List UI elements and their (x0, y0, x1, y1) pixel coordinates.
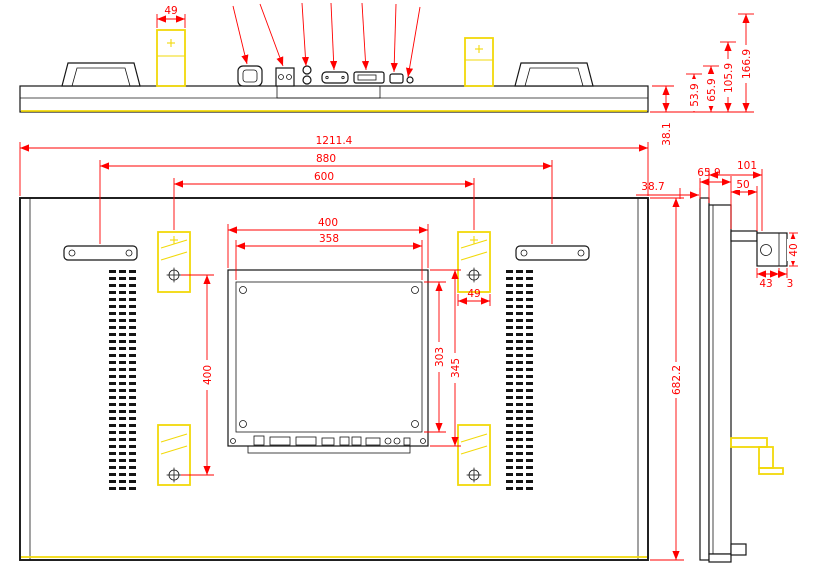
handle-left (61, 62, 141, 87)
label-bg (433, 342, 445, 372)
dim-label-682-2: 682.2 (671, 365, 683, 395)
side-bottom-bracket (730, 437, 784, 475)
side-bottom-block (730, 543, 747, 556)
dim-label-358: 358 (319, 233, 339, 245)
dim-43: 43 (756, 268, 780, 290)
dim-1211-4: 1211.4 (19, 135, 649, 196)
label-bg (660, 118, 672, 150)
dim-label-400-height: 400 (202, 365, 214, 385)
terminal-hole-1 (278, 74, 284, 80)
dim-label-1211-4: 1211.4 (316, 135, 353, 147)
dim-label-49-front: 49 (467, 288, 480, 300)
hdmi-port (389, 73, 404, 84)
side-bottom-foot (708, 553, 732, 563)
dim-label-101: 101 (737, 160, 757, 172)
vesa-bracket-bottom-left (157, 424, 191, 486)
power-button-inner (242, 69, 258, 83)
vga-screw-right (341, 75, 345, 80)
jack-bottom (302, 75, 312, 85)
dim-label-880: 880 (316, 153, 336, 165)
pc-module-inner (235, 281, 423, 433)
label-bg (688, 79, 700, 111)
top-view-height-dims: 38.1 53.9 65.9 105.9 166.9 (650, 13, 754, 150)
dim-400-width: 400 (227, 217, 429, 268)
dim-38-7: 38.7 (636, 181, 701, 199)
dim-400-height: 400 (181, 274, 214, 476)
side-front-panel (699, 197, 710, 561)
dim-880: 880 (99, 153, 553, 244)
dim-49-top: 49 (156, 5, 186, 28)
dim-label-3: 3 (787, 278, 794, 290)
connector-leader-lines (232, 2, 421, 78)
pc-module-ports (253, 435, 411, 446)
dim-label-43: 43 (759, 278, 772, 290)
dim-label-166-9: 166.9 (741, 49, 753, 79)
dvi-pins (357, 74, 377, 81)
dim-label-345: 345 (450, 358, 462, 378)
io-recess (276, 85, 381, 99)
side-bracket-detail (756, 232, 788, 267)
dim-682-2: 682.2 (650, 197, 684, 561)
dim-label-38-1: 38.1 (661, 122, 673, 145)
dim-label-53-9: 53.9 (689, 83, 701, 106)
dim-303: 303 (424, 281, 446, 433)
pc-module-tray (247, 445, 411, 454)
label-bg (787, 239, 799, 261)
vga-port (321, 71, 349, 84)
mount-bracket-top-left (156, 29, 186, 87)
dim-3: 3 (778, 268, 794, 290)
vesa-bracket-bottom-right (457, 424, 491, 486)
top-view-body (19, 85, 649, 113)
mount-plate-left (63, 245, 138, 261)
dim-345: 345 (430, 269, 462, 447)
vent-grid-right (505, 268, 535, 492)
vga-screw-left (325, 75, 329, 80)
front-view: 1211.4 880 600 400 358 49 (19, 135, 684, 561)
label-bg (670, 362, 682, 398)
dim-label-65-9-top: 65.9 (706, 78, 718, 101)
dim-label-303: 303 (434, 347, 446, 367)
dim-600: 600 (173, 171, 475, 230)
dim-label-50: 50 (736, 179, 749, 191)
pc-module-outer (227, 269, 429, 447)
mount-bracket-top-right (464, 37, 494, 87)
dvi-port (353, 71, 385, 84)
dc-jack (406, 76, 414, 84)
side-top-bracket-arm (730, 230, 758, 242)
vesa-bracket-top-right (457, 231, 491, 293)
label-bg (722, 59, 734, 97)
label-bg (449, 353, 461, 383)
dim-40: 40 (787, 232, 800, 267)
terminal-block (275, 67, 295, 87)
side-chassis (708, 204, 732, 555)
vesa-bracket-top-left (157, 231, 191, 293)
dim-label-40: 40 (788, 243, 800, 256)
pc-module (227, 269, 429, 454)
io-connectors (237, 65, 414, 87)
dim-50: 50 (731, 179, 758, 231)
dim-label-105-9: 105.9 (723, 63, 735, 93)
label-bg (201, 360, 213, 390)
mount-plate-right (515, 245, 590, 261)
dim-label-400-width: 400 (318, 217, 338, 229)
dim-label-38-7: 38.7 (641, 181, 664, 193)
dim-label-600: 600 (314, 171, 334, 183)
terminal-hole-2 (286, 74, 292, 80)
power-button (237, 65, 263, 87)
label-bg (733, 160, 761, 171)
dim-358: 358 (235, 233, 423, 280)
top-view: 49 38.1 53.9 65.9 105.9 166.9 (19, 2, 754, 150)
dim-101: 101 (708, 160, 763, 231)
label-bg (740, 45, 752, 83)
side-view: 38.7 65.9 101 50 40 43 (636, 160, 800, 563)
label-bg (733, 179, 753, 190)
jack-top (302, 65, 312, 75)
vent-grid-left (108, 268, 138, 492)
handle-right (514, 62, 594, 87)
dim-label-49-top: 49 (164, 5, 177, 17)
label-bg (705, 74, 717, 106)
